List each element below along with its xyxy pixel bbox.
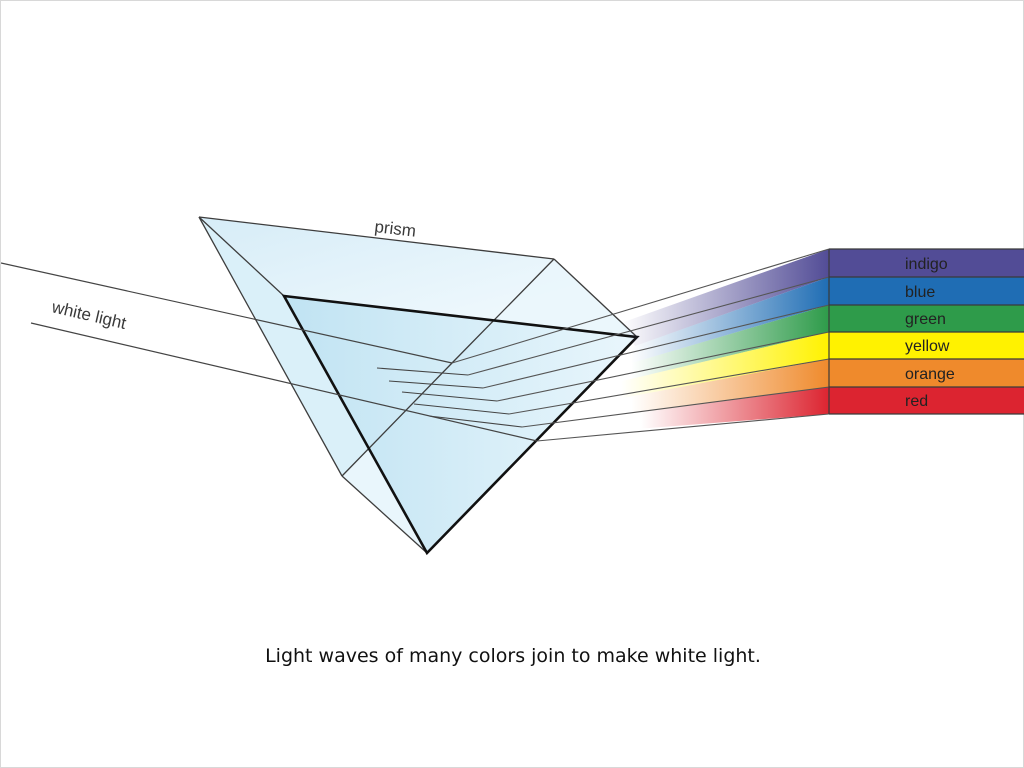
band-label-red: red: [905, 393, 928, 410]
band-fan-green: [601, 305, 829, 386]
band-bar-red: [829, 387, 1024, 414]
spectrum-fan: [586, 249, 829, 433]
prism-front-edge: [281, 294, 640, 556]
outgoing-rays: [451, 248, 830, 442]
band-bar-green: [829, 305, 1024, 332]
prism-label: prism: [374, 217, 417, 241]
white-light-label: white light: [49, 297, 128, 333]
band-label-blue: blue: [905, 284, 935, 301]
spectrum-bars: indigo blue green yellow orange red: [828, 248, 1024, 415]
band-label-indigo: indigo: [905, 256, 948, 273]
band-fan-red: [586, 387, 829, 433]
caption: Light waves of many colors join to make …: [265, 645, 761, 667]
prism-front-face: [284, 296, 637, 553]
white-light-beam: [1, 262, 538, 442]
band-fan-orange: [591, 359, 829, 419]
band-fan-indigo: [621, 249, 829, 346]
band-bar-blue: [829, 277, 1024, 305]
refracted-rays: [376, 367, 523, 428]
band-fan-blue: [611, 277, 829, 369]
prism: [198, 216, 640, 556]
band-label-orange: orange: [905, 366, 955, 383]
band-label-green: green: [905, 311, 946, 328]
band-bar-orange: [829, 359, 1024, 387]
band-fan-yellow: [596, 332, 829, 403]
band-bar-indigo: [829, 249, 1024, 277]
band-label-yellow: yellow: [905, 338, 950, 355]
band-bar-yellow: [829, 332, 1024, 359]
